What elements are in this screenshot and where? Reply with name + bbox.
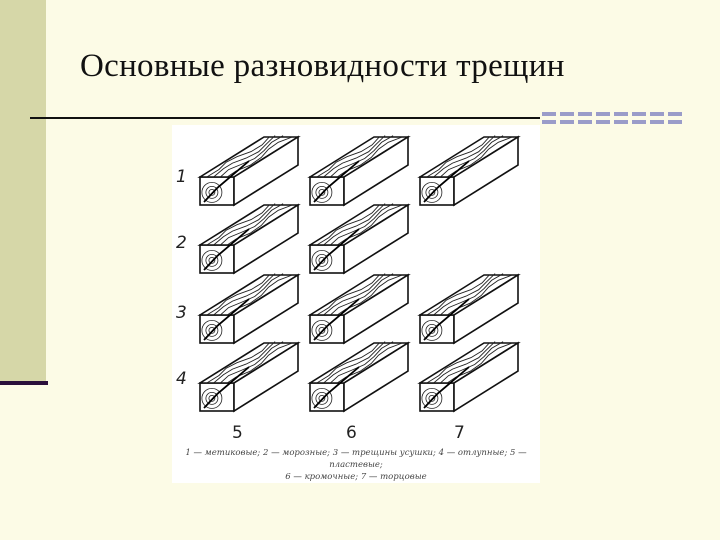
row-number-4: 4 <box>176 369 187 389</box>
figure-caption: 1 — метиковые; 2 — морозные; 3 — трещины… <box>176 447 536 483</box>
column-number-6: 6 <box>346 423 357 443</box>
wood-block <box>417 341 521 413</box>
wood-block <box>307 273 411 345</box>
left-accent-bar-base <box>0 381 48 385</box>
row-number-2: 2 <box>176 233 187 253</box>
wood-block <box>197 203 301 275</box>
wood-block <box>197 273 301 345</box>
cracks-illustration: 1 2 3 4 5 6 7 1 — метиковые; 2 — морозны… <box>172 125 540 483</box>
wood-block <box>307 341 411 413</box>
wood-block <box>197 135 301 207</box>
caption-line-2: 6 — кромочные; 7 — торцовые <box>285 472 427 482</box>
column-number-5: 5 <box>232 423 243 443</box>
left-accent-bar <box>0 0 46 383</box>
title-underline <box>30 117 540 119</box>
wood-block <box>307 135 411 207</box>
wood-blocks-drawing <box>197 135 521 413</box>
row-number-3: 3 <box>176 303 187 323</box>
wood-block <box>197 341 301 413</box>
wood-block <box>307 203 411 275</box>
row-number-1: 1 <box>176 167 187 187</box>
slide-title: Основные разновидности трещин <box>80 48 565 84</box>
wood-block <box>417 273 521 345</box>
wood-block <box>417 135 521 207</box>
column-number-7: 7 <box>454 423 465 443</box>
caption-line-1: 1 — метиковые; 2 — морозные; 3 — трещины… <box>185 448 527 470</box>
